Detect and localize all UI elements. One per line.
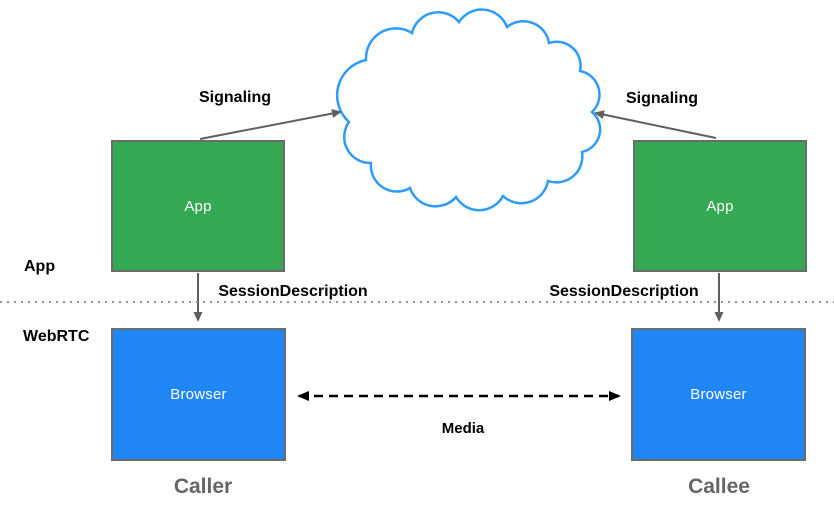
callee-app-box: App xyxy=(633,140,807,272)
callee-role-label: Callee xyxy=(688,475,750,498)
caller-browser-box-label: Browser xyxy=(170,386,227,403)
callee-sessiondescription-label: SessionDescription xyxy=(549,283,699,300)
caller-browser-box: Browser xyxy=(111,328,286,461)
webrtc-layer-label: WebRTC xyxy=(23,328,90,345)
signaling-cloud-icon xyxy=(335,8,602,212)
caller-app-box: App xyxy=(111,140,285,272)
caller-role-label: Caller xyxy=(173,475,233,498)
caller-app-box-label: App xyxy=(184,197,212,215)
caller-signaling-label: Signaling xyxy=(199,89,271,106)
callee-signaling-label: Signaling xyxy=(626,90,698,107)
callee-app-box-label: App xyxy=(706,197,734,215)
caller-signaling-arrow xyxy=(199,109,342,140)
layer-divider xyxy=(0,301,834,303)
callee-signaling-arrow xyxy=(594,110,717,139)
caller-sessiondescription-label: SessionDescription xyxy=(218,283,368,300)
media-label: Media xyxy=(441,420,485,437)
callee-browser-box-label: Browser xyxy=(690,386,747,403)
callee-browser-box: Browser xyxy=(631,328,806,461)
app-layer-label: App xyxy=(24,258,56,275)
